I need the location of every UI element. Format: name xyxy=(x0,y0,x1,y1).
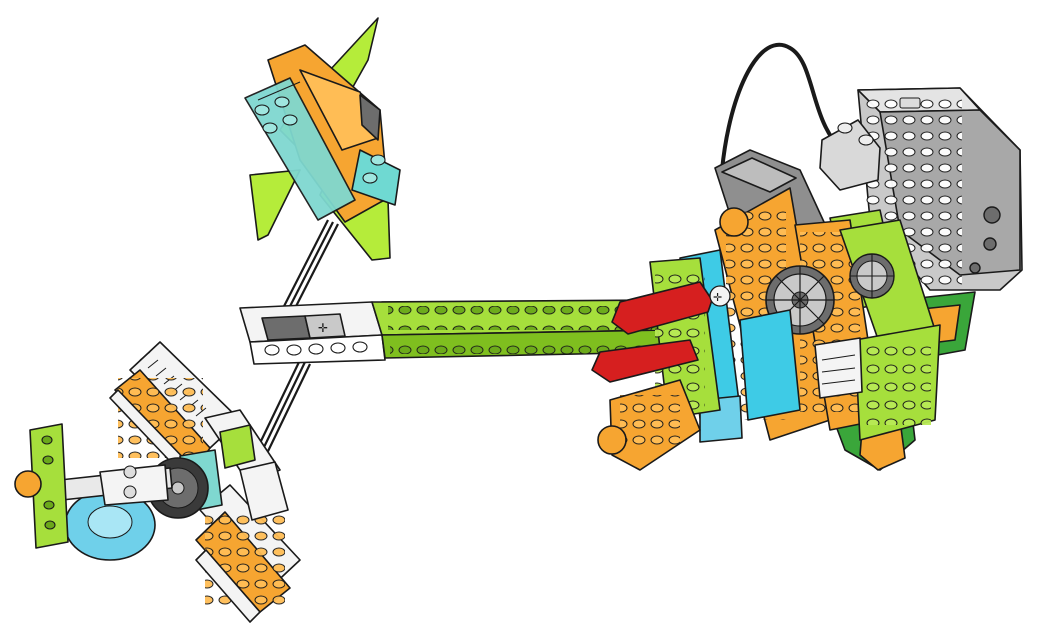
lime-beam-vertical xyxy=(29,423,69,549)
long-lime-beam: ✛ xyxy=(239,299,673,365)
orange-ball-left xyxy=(14,470,42,498)
top-propeller-assembly xyxy=(244,17,401,261)
propeller-blade-left xyxy=(249,169,301,241)
axle-cross-icon: ✛ xyxy=(713,291,722,304)
left-fan-assembly xyxy=(14,341,301,623)
red-lever-bottom xyxy=(591,339,699,383)
cable-icon xyxy=(247,42,844,473)
trans-teal-brick xyxy=(244,77,356,221)
red-lever-top xyxy=(611,281,713,335)
axle-cross-icon: ✛ xyxy=(318,321,328,335)
motor-and-hub-assembly: ✛ xyxy=(591,87,1023,471)
orange-ball-upper xyxy=(719,207,749,237)
orange-ball-lower xyxy=(597,425,627,455)
gear-icon xyxy=(849,253,895,299)
